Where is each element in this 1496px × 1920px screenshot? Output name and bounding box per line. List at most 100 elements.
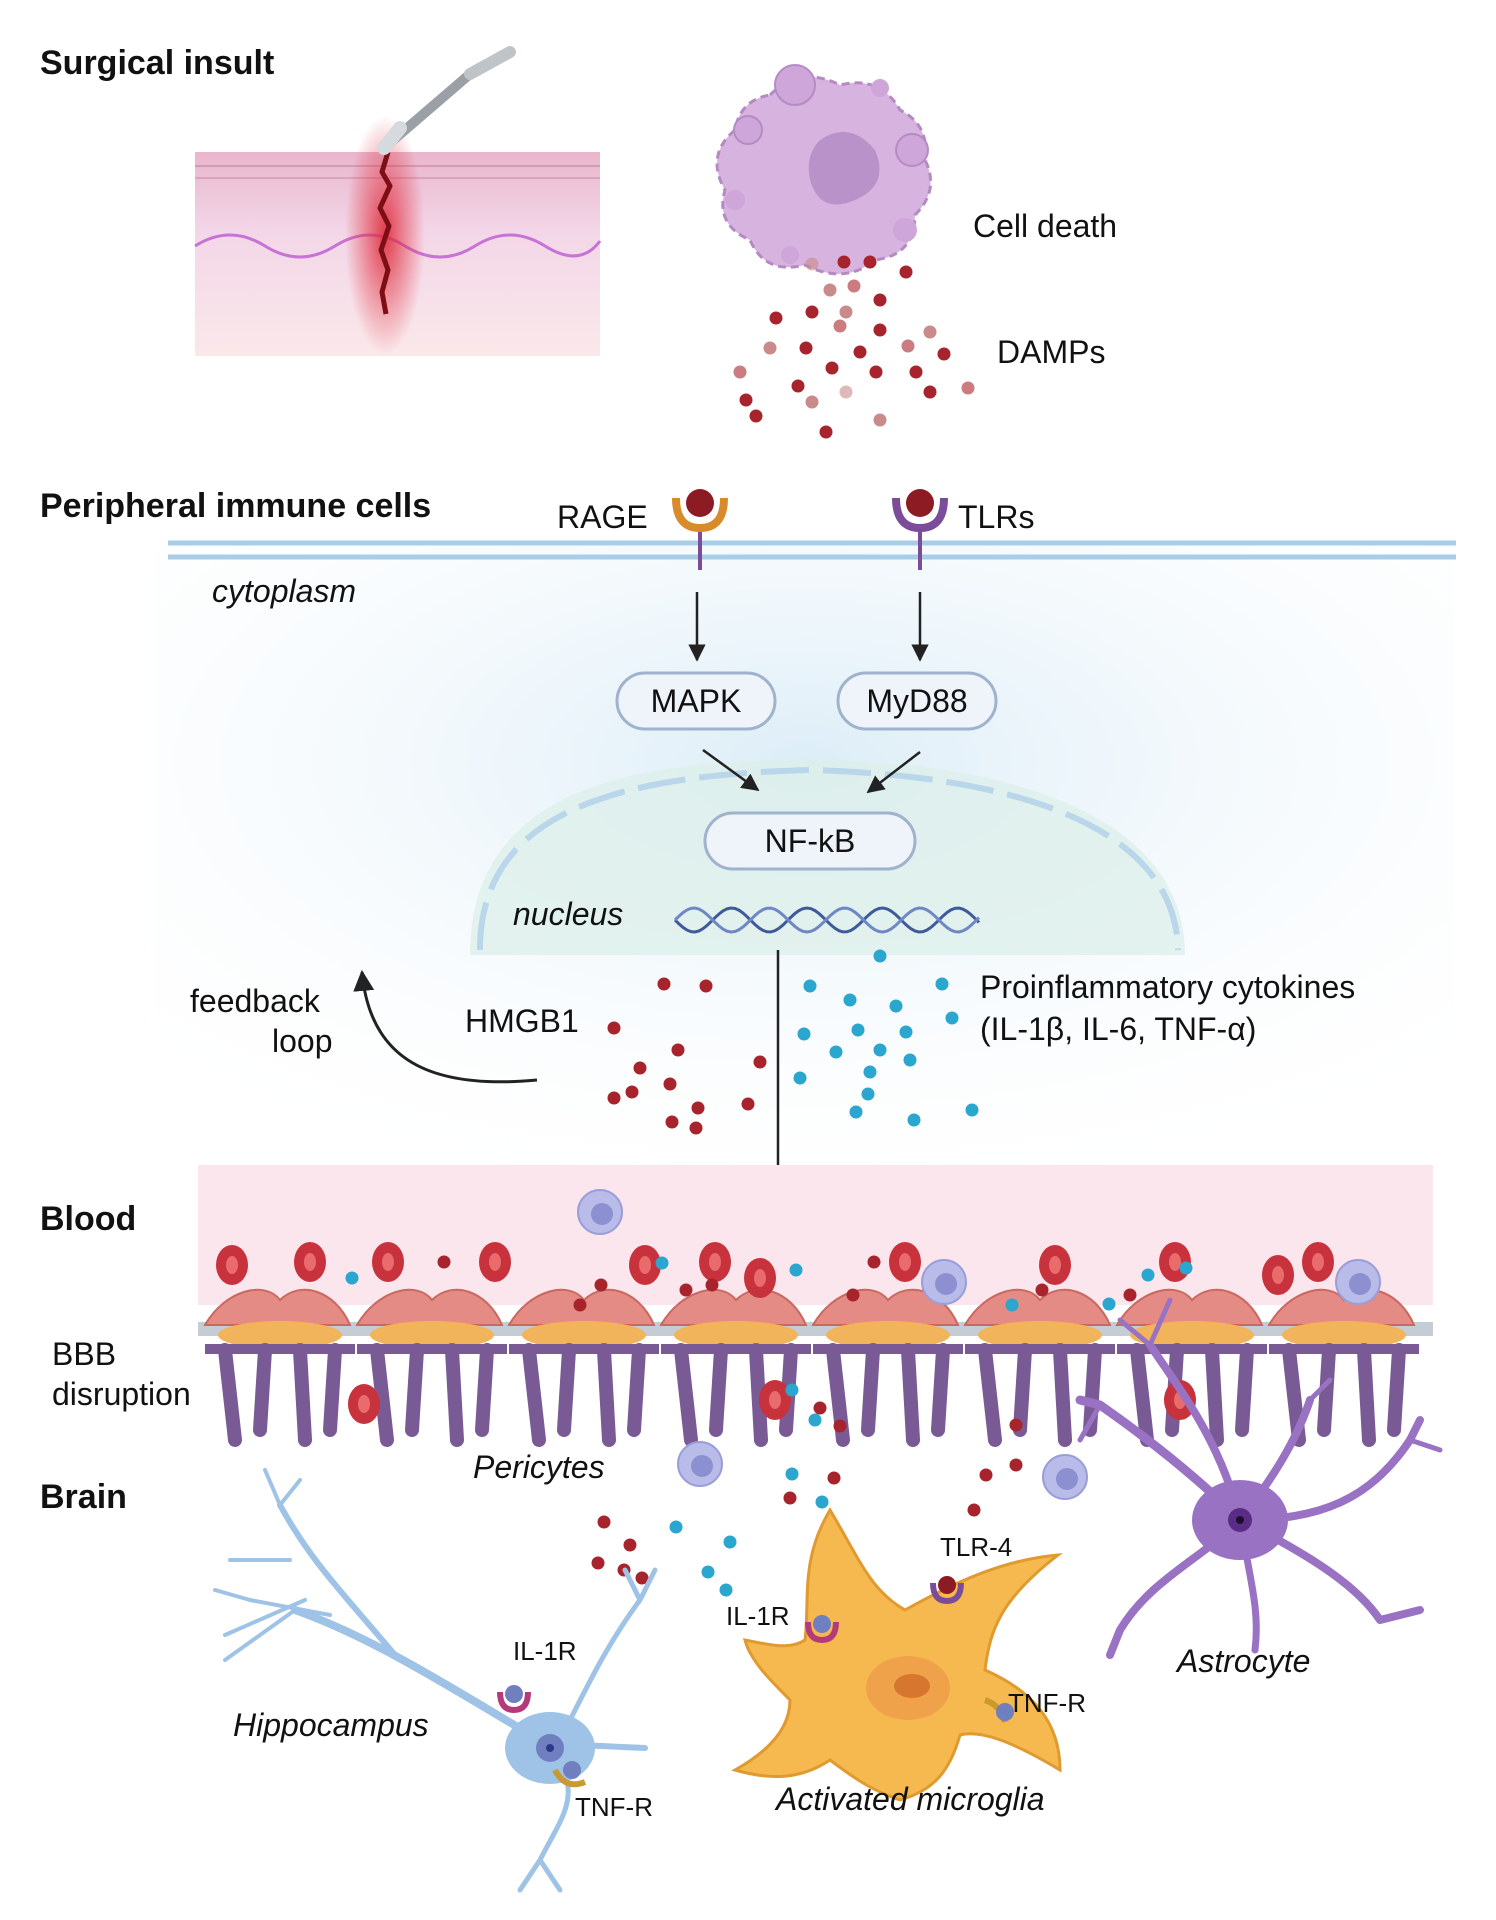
damp-particle [837,255,851,269]
dna-strand [673,906,981,934]
cytokine-particle [873,1043,887,1057]
cytokine-particle [907,1113,921,1127]
cytokine-particle [965,1103,979,1117]
damp-particle [763,341,777,355]
cytokine-particle [945,1011,959,1025]
astrocyte-endfeet [674,1343,798,1447]
cytokine-particle [793,1071,807,1085]
label-disruption: disruption [52,1376,191,1412]
cytokine-particle [785,1467,799,1481]
cytokine-particle [655,1256,669,1270]
nfkb-box: NF-kB [703,811,917,871]
tlr4-receptor [930,1576,964,1605]
label-cytoplasm: cytoplasm [212,573,356,609]
arrow-myd88-to-nfkb [866,751,921,794]
hmgb1-particle [813,1401,827,1415]
hmgb1-particle [594,1278,608,1292]
hmgb1-particle [691,1101,705,1115]
red-blood-cell-center [709,1253,721,1271]
red-blood-cell-center [1169,1253,1181,1271]
label-loop: loop [272,1023,333,1059]
hmgb1-particle [623,1538,637,1552]
damp-particle [853,345,867,359]
label-rage: RAGE [557,499,648,535]
red-blood-cell-center [1049,1256,1061,1274]
cell-membrane [168,540,1456,560]
mapk-box: MAPK [615,671,777,731]
cytokine-particle [903,1053,917,1067]
endfeet-band [1269,1344,1419,1354]
hmgb1-particle [1009,1418,1023,1432]
activated-microglia [731,1507,1063,1802]
red-blood-cell-center [489,1253,501,1271]
dna-helix [673,906,981,934]
hmgb1-particle [657,977,671,991]
cytokine-particle [843,993,857,1007]
label-cytokines-list: (IL-1β, IL-6, TNF-α) [980,1011,1256,1047]
cytokine-particle [797,1027,811,1041]
cytokine-particle [849,1105,863,1119]
red-blood-cell-center [1312,1253,1324,1271]
hmgb1-particles [607,977,767,1135]
cytokine-particle [719,1583,733,1597]
cytokine-particle [863,1065,877,1079]
endfeet-band [205,1344,355,1354]
label-astrocyte: Astrocyte [1175,1643,1310,1679]
cytokine-particle [829,1045,843,1059]
endothelial-cell [1115,1288,1264,1326]
damp-particle [839,385,853,399]
damp-particle [901,339,915,353]
nfkb-label: NF-kB [765,823,856,859]
damp-particle [805,257,819,271]
astrocyte-endfeet [1282,1343,1406,1447]
rage-receptor [672,489,728,570]
cytokine-particle [851,1023,865,1037]
hmgb1-particle [437,1255,451,1269]
endfeet-band [509,1344,659,1354]
endfeet-band [357,1344,507,1354]
cytokine-particle [1179,1261,1193,1275]
damp-particle [823,283,837,297]
pericyte [370,1321,494,1349]
pericyte [978,1321,1102,1349]
dying-cell-illustration [715,64,933,276]
hmgb1-particle [967,1503,981,1517]
damp-particle [873,293,887,307]
damp-particle [863,255,877,269]
endfeet-band [813,1344,963,1354]
leukocyte-nucleus [691,1455,713,1477]
hmgb1-particle [699,979,713,993]
skin-incision-illustration [194,46,602,356]
hmgb1-particle [663,1077,677,1091]
hmgb1-particle [607,1021,621,1035]
label-tlrs: TLRs [958,499,1034,535]
leukocyte-nucleus [935,1273,957,1295]
pericyte [674,1321,798,1349]
tlr-receptor [892,489,948,570]
label-hippocampus: Hippocampus [233,1707,429,1743]
hmgb1-particle [591,1556,605,1570]
cytokine-particle [701,1565,715,1579]
cytokine-particle [808,1413,822,1427]
red-blood-cell-center [226,1256,238,1274]
cytokine-particles [793,949,979,1127]
label-hmgb1: HMGB1 [465,1003,579,1039]
hmgb1-particle [665,1115,679,1129]
blood-vessel-lumen [198,1165,1433,1305]
section-title-surgical: Surgical insult [40,44,274,82]
damp-particle [805,305,819,319]
hmgb1-particle [633,1061,647,1075]
damp-particle [833,319,847,333]
label-pericytes: Pericytes [473,1449,605,1485]
hmgb1-particle [833,1419,847,1433]
label-microglia: Activated microglia [774,1781,1045,1817]
damp-particle [791,379,805,393]
red-blood-cell-center [358,1395,370,1413]
damp-particle [847,279,861,293]
hmgb1-particle [783,1491,797,1505]
damp-particle [869,365,883,379]
tnfr-receptor-microglia [983,1697,1014,1723]
hmgb1-particle [846,1288,860,1302]
endfeet-band [661,1344,811,1354]
il1r-receptor-microglia [805,1615,839,1644]
